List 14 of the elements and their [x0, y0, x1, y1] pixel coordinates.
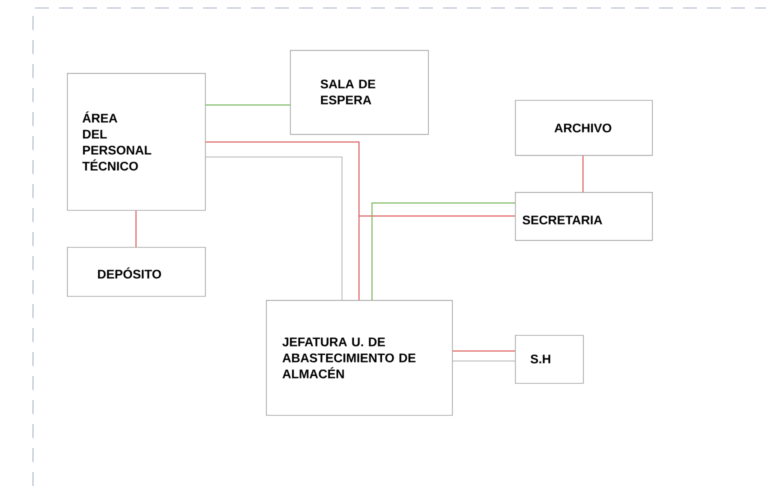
connector-line	[582, 155, 584, 192]
connector-line	[372, 202, 516, 300]
room-box: JEFATURA U. DE ABASTECIMIENTO DE ALMACÉN	[266, 300, 453, 416]
room-box: SALA DE ESPERA	[290, 50, 429, 135]
room-box: S.H	[515, 334, 584, 384]
connector-line	[205, 156, 342, 300]
room-box: ARCHIVO	[515, 100, 653, 156]
connector-line	[205, 104, 290, 106]
room-box: SECRETARIA	[515, 192, 653, 241]
connector-line	[452, 350, 516, 352]
room-box: ÁREA DEL PERSONAL TÉCNICO	[67, 73, 206, 211]
room-box: DEPÓSITO	[67, 246, 206, 297]
connector-line	[358, 215, 516, 300]
connector-line	[452, 360, 516, 362]
